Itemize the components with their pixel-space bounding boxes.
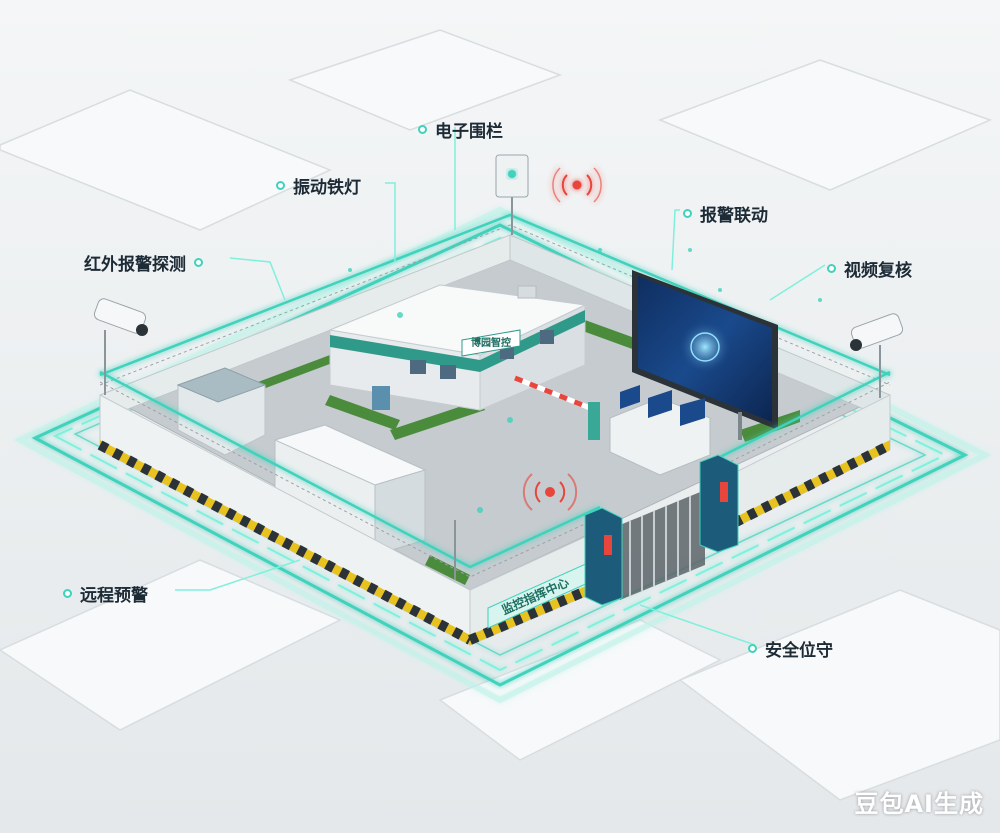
- callout-dot: [418, 125, 427, 134]
- callout-dot: [683, 209, 692, 218]
- left-shed: [176, 367, 267, 456]
- callout-label: 振动铁灯: [293, 178, 361, 198]
- alarm-signal: [552, 167, 602, 203]
- fence-controller: [495, 154, 529, 198]
- hazard-stripes: [97, 440, 893, 645]
- callout-label: 报警联动: [700, 206, 768, 226]
- callout-label: 安全位守: [765, 641, 833, 661]
- callout-label: 远程预警: [80, 586, 148, 606]
- entrance-gate: [584, 454, 739, 606]
- display-screen: [632, 270, 778, 440]
- control-desk: [609, 385, 711, 476]
- watermark: 豆包AI生成: [854, 790, 984, 818]
- building-sign: 博园智控: [471, 336, 511, 349]
- callout-electronic-fence: 电子围栏: [418, 117, 503, 142]
- callout-label: 红外报警探测: [84, 255, 186, 275]
- callout-vibration-light: 振动铁灯: [276, 173, 361, 198]
- callout-label: 电子围栏: [435, 122, 503, 142]
- callout-dot: [827, 264, 836, 273]
- camera-right: [850, 313, 904, 351]
- callout-dot: [194, 258, 203, 267]
- wifi-signal: [522, 473, 578, 511]
- callout-safety-guard: 安全位守: [748, 636, 833, 661]
- callout-dot: [276, 181, 285, 190]
- callout-remote-warning: 远程预警: [63, 581, 148, 606]
- barrier-gate: [514, 375, 600, 440]
- leader-lines: [175, 127, 826, 646]
- sparkles: [348, 248, 822, 513]
- callout-dot: [748, 644, 757, 653]
- callout-dot: [63, 589, 72, 598]
- callout-label: 视频复核: [844, 261, 912, 281]
- callout-infrared-alarm: 红外报警探测: [84, 250, 203, 275]
- callout-alarm-linkage: 报警联动: [683, 201, 768, 226]
- callout-video-review: 视频复核: [827, 256, 912, 281]
- floor-tiles: [0, 29, 1000, 801]
- camera-left: [93, 298, 148, 336]
